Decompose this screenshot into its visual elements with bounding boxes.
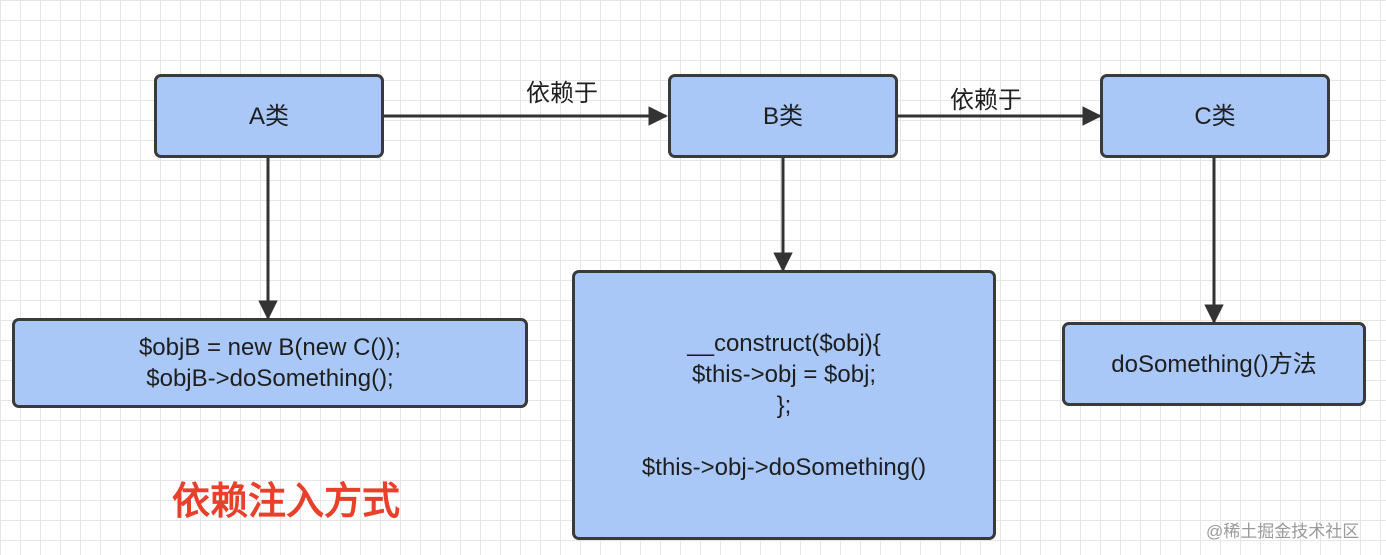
node-class-a-label: A类 xyxy=(248,102,289,130)
node-class-c-label: C类 xyxy=(1194,102,1236,130)
node-class-c[interactable]: C类 xyxy=(1100,74,1330,158)
node-class-a[interactable]: A类 xyxy=(154,74,384,158)
node-c-code[interactable]: doSomething()方法 xyxy=(1062,322,1366,406)
code-line: $objB->doSomething(); xyxy=(146,365,394,392)
code-line: __construct($obj){ xyxy=(687,329,881,357)
code-line: doSomething()方法 xyxy=(1111,350,1317,378)
code-line: $objB = new B(new C()); xyxy=(138,334,402,361)
diagram-caption: 依赖注入方式 xyxy=(172,481,401,523)
edge-label-a-to-b: 依赖于 xyxy=(526,80,598,107)
node-b-code[interactable]: __construct($obj){ $this->obj = $obj; };… xyxy=(572,270,996,540)
code-line: }; xyxy=(776,391,792,419)
node-class-b-label: B类 xyxy=(762,102,803,130)
edge-label-b-to-c: 依赖于 xyxy=(950,87,1022,114)
node-a-code[interactable]: $objB = new B(new C()); $objB->doSomethi… xyxy=(12,318,528,408)
watermark: @稀土掘金技术社区 xyxy=(1206,522,1360,541)
code-line: $this->obj = $obj; xyxy=(691,360,877,388)
code-line: $this->obj->doSomething() xyxy=(641,453,927,481)
node-class-b[interactable]: B类 xyxy=(668,74,898,158)
